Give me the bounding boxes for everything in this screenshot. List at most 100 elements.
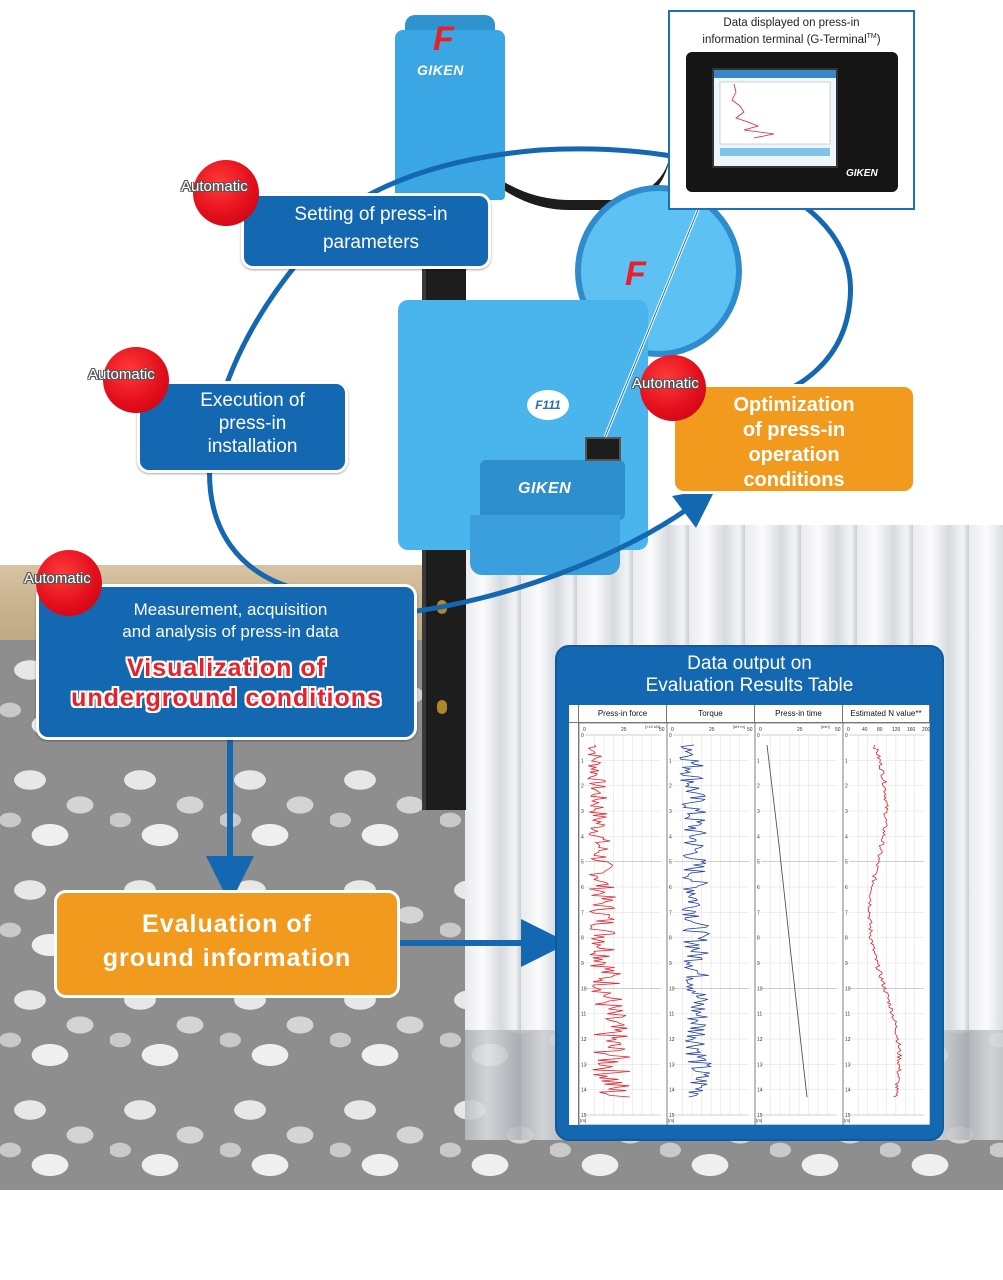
depth-tick-label: 12 <box>757 1037 763 1043</box>
depth-column <box>569 723 579 1125</box>
terminal-screen <box>712 68 838 168</box>
depth-tick-label: 0 <box>845 733 848 739</box>
visualization-line1: Visualization of <box>127 654 326 682</box>
depth-tick-label: 3 <box>581 809 584 815</box>
terminal-title-close: ) <box>876 33 881 46</box>
depth-tick-label: 6 <box>845 885 848 891</box>
step-evaluation-line1: Evaluation of <box>142 910 312 938</box>
terminal-title-line2-wrap: information terminal (G-TerminalTM) <box>670 30 913 47</box>
depth-tick-label: 11 <box>845 1012 850 1018</box>
results-title-line2: Evaluation Results Table <box>645 675 854 696</box>
depth-tick-label: 11 <box>581 1012 586 1018</box>
depth-tick-label: 13 <box>581 1062 587 1068</box>
depth-tick-label: 1 <box>581 758 584 764</box>
axis-tick-label: 0 <box>583 727 586 733</box>
depth-tick-label: 3 <box>845 809 848 815</box>
bottom-margin <box>0 1190 1003 1280</box>
depth-tick-label: 2 <box>669 784 672 790</box>
axis-tick-label: 40 <box>862 727 868 733</box>
depth-unit-label: [m] <box>580 1118 586 1123</box>
terminal-brand: GIKEN <box>846 168 878 179</box>
automatic-badge-measurement <box>36 550 102 616</box>
depth-tick-label: 7 <box>581 910 584 916</box>
depth-tick-label: 2 <box>581 784 584 790</box>
depth-tick-label: 4 <box>757 834 760 840</box>
depth-tick-label: 1 <box>669 758 672 764</box>
depth-tick-label: 5 <box>669 860 672 866</box>
depth-unit-label: [m] <box>756 1118 762 1123</box>
logo-f: F <box>433 20 454 58</box>
depth-tick-label: 14 <box>757 1088 763 1094</box>
depth-tick-label: 2 <box>757 784 760 790</box>
results-table: Press-in force Torque Press-in time Esti… <box>569 705 930 1125</box>
column-head-press-in-force: Press-in force <box>579 705 667 723</box>
axis-tick-label: 200 <box>922 727 930 733</box>
depth-tick-label: 5 <box>845 860 848 866</box>
machine-drive-head <box>395 30 505 200</box>
automatic-label-setting: Automatic <box>181 178 248 195</box>
terminal-title-line2: information terminal (G-Terminal <box>702 33 867 46</box>
step-execution-line2: press-in <box>218 413 287 434</box>
depth-tick-label: 14 <box>669 1088 675 1094</box>
depth-tick-label: 1 <box>757 758 760 764</box>
depth-tick-label: 12 <box>669 1037 675 1043</box>
machine-model-badge: F111 <box>527 390 569 420</box>
depth-tick-label: 9 <box>845 961 848 967</box>
mast-marker <box>437 700 447 714</box>
results-table-panel: Data output on Evaluation Results Table … <box>555 645 944 1141</box>
step-execution-box: Execution of press-in installation <box>137 381 348 473</box>
trace-estimated-n <box>867 744 903 1098</box>
column-head-estimated-n: Estimated N value** <box>843 705 930 723</box>
axis-tick-label: 50 <box>659 727 665 733</box>
plot-frame <box>842 723 930 1125</box>
brand-logo-head: GIKEN <box>417 62 464 78</box>
logo-f-reel: F <box>625 255 646 293</box>
axis-unit-label: [kN·m] <box>733 724 745 729</box>
depth-tick-label: 5 <box>757 860 760 866</box>
depth-tick-label: 10 <box>845 986 851 992</box>
depth-tick-label: 9 <box>757 961 760 967</box>
axis-unit-label: [min] <box>821 724 830 729</box>
step-optimization-line3: operation <box>748 444 840 466</box>
results-title: Data output on Evaluation Results Table <box>557 653 942 697</box>
axis-tick-label: 0 <box>847 727 850 733</box>
step-measurement-box: Measurement, acquisition and analysis of… <box>36 584 417 740</box>
depth-tick-label: 12 <box>581 1037 587 1043</box>
depth-tick-label: 6 <box>669 885 672 891</box>
axis-tick-label: 25 <box>797 727 803 733</box>
axis-tick-label: 25 <box>709 727 715 733</box>
depth-tick-label: 2 <box>845 784 848 790</box>
depth-tick-label: 13 <box>669 1062 675 1068</box>
depth-tick-label: 14 <box>581 1088 587 1094</box>
automatic-label-measurement: Automatic <box>24 570 91 587</box>
step-setting-box: Setting of press-in parameters <box>241 193 491 269</box>
trace-press-in-time <box>766 744 808 1098</box>
terminal-title-line1: Data displayed on press-in <box>723 17 860 29</box>
axis-tick-label: 120 <box>892 727 901 733</box>
step-setting-line1: Setting of press-in <box>294 204 448 225</box>
step-optimization-line2: of press-in <box>742 419 846 441</box>
depth-tick-label: 4 <box>845 834 848 840</box>
axis-unit-label: [×10 kN] <box>645 724 660 729</box>
axis-tick-label: 80 <box>877 727 883 733</box>
machine-hoses <box>450 70 670 210</box>
axis-tick-label: 50 <box>835 727 841 733</box>
machine-saddle <box>480 460 625 520</box>
depth-tick-label: 0 <box>757 733 760 739</box>
depth-tick-label: 7 <box>845 910 848 916</box>
depth-tick-label: 6 <box>757 885 760 891</box>
depth-tick-label: 6 <box>581 885 584 891</box>
automatic-badge-execution <box>103 347 169 413</box>
depth-tick-label: 4 <box>581 834 584 840</box>
terminal-callout: Data displayed on press-in information t… <box>668 10 915 210</box>
terminal-monitor: GIKEN <box>686 52 898 192</box>
visualization-line2: underground conditions <box>71 684 382 712</box>
trace-press-in-force <box>586 744 631 1098</box>
axis-tick-label: 0 <box>671 727 674 733</box>
step-execution-line3: installation <box>207 436 298 457</box>
depth-unit-label: [m] <box>844 1118 850 1123</box>
axis-tick-label: 160 <box>907 727 916 733</box>
depth-tick-label: 11 <box>757 1012 762 1018</box>
step-optimization-line4: conditions <box>743 469 845 491</box>
